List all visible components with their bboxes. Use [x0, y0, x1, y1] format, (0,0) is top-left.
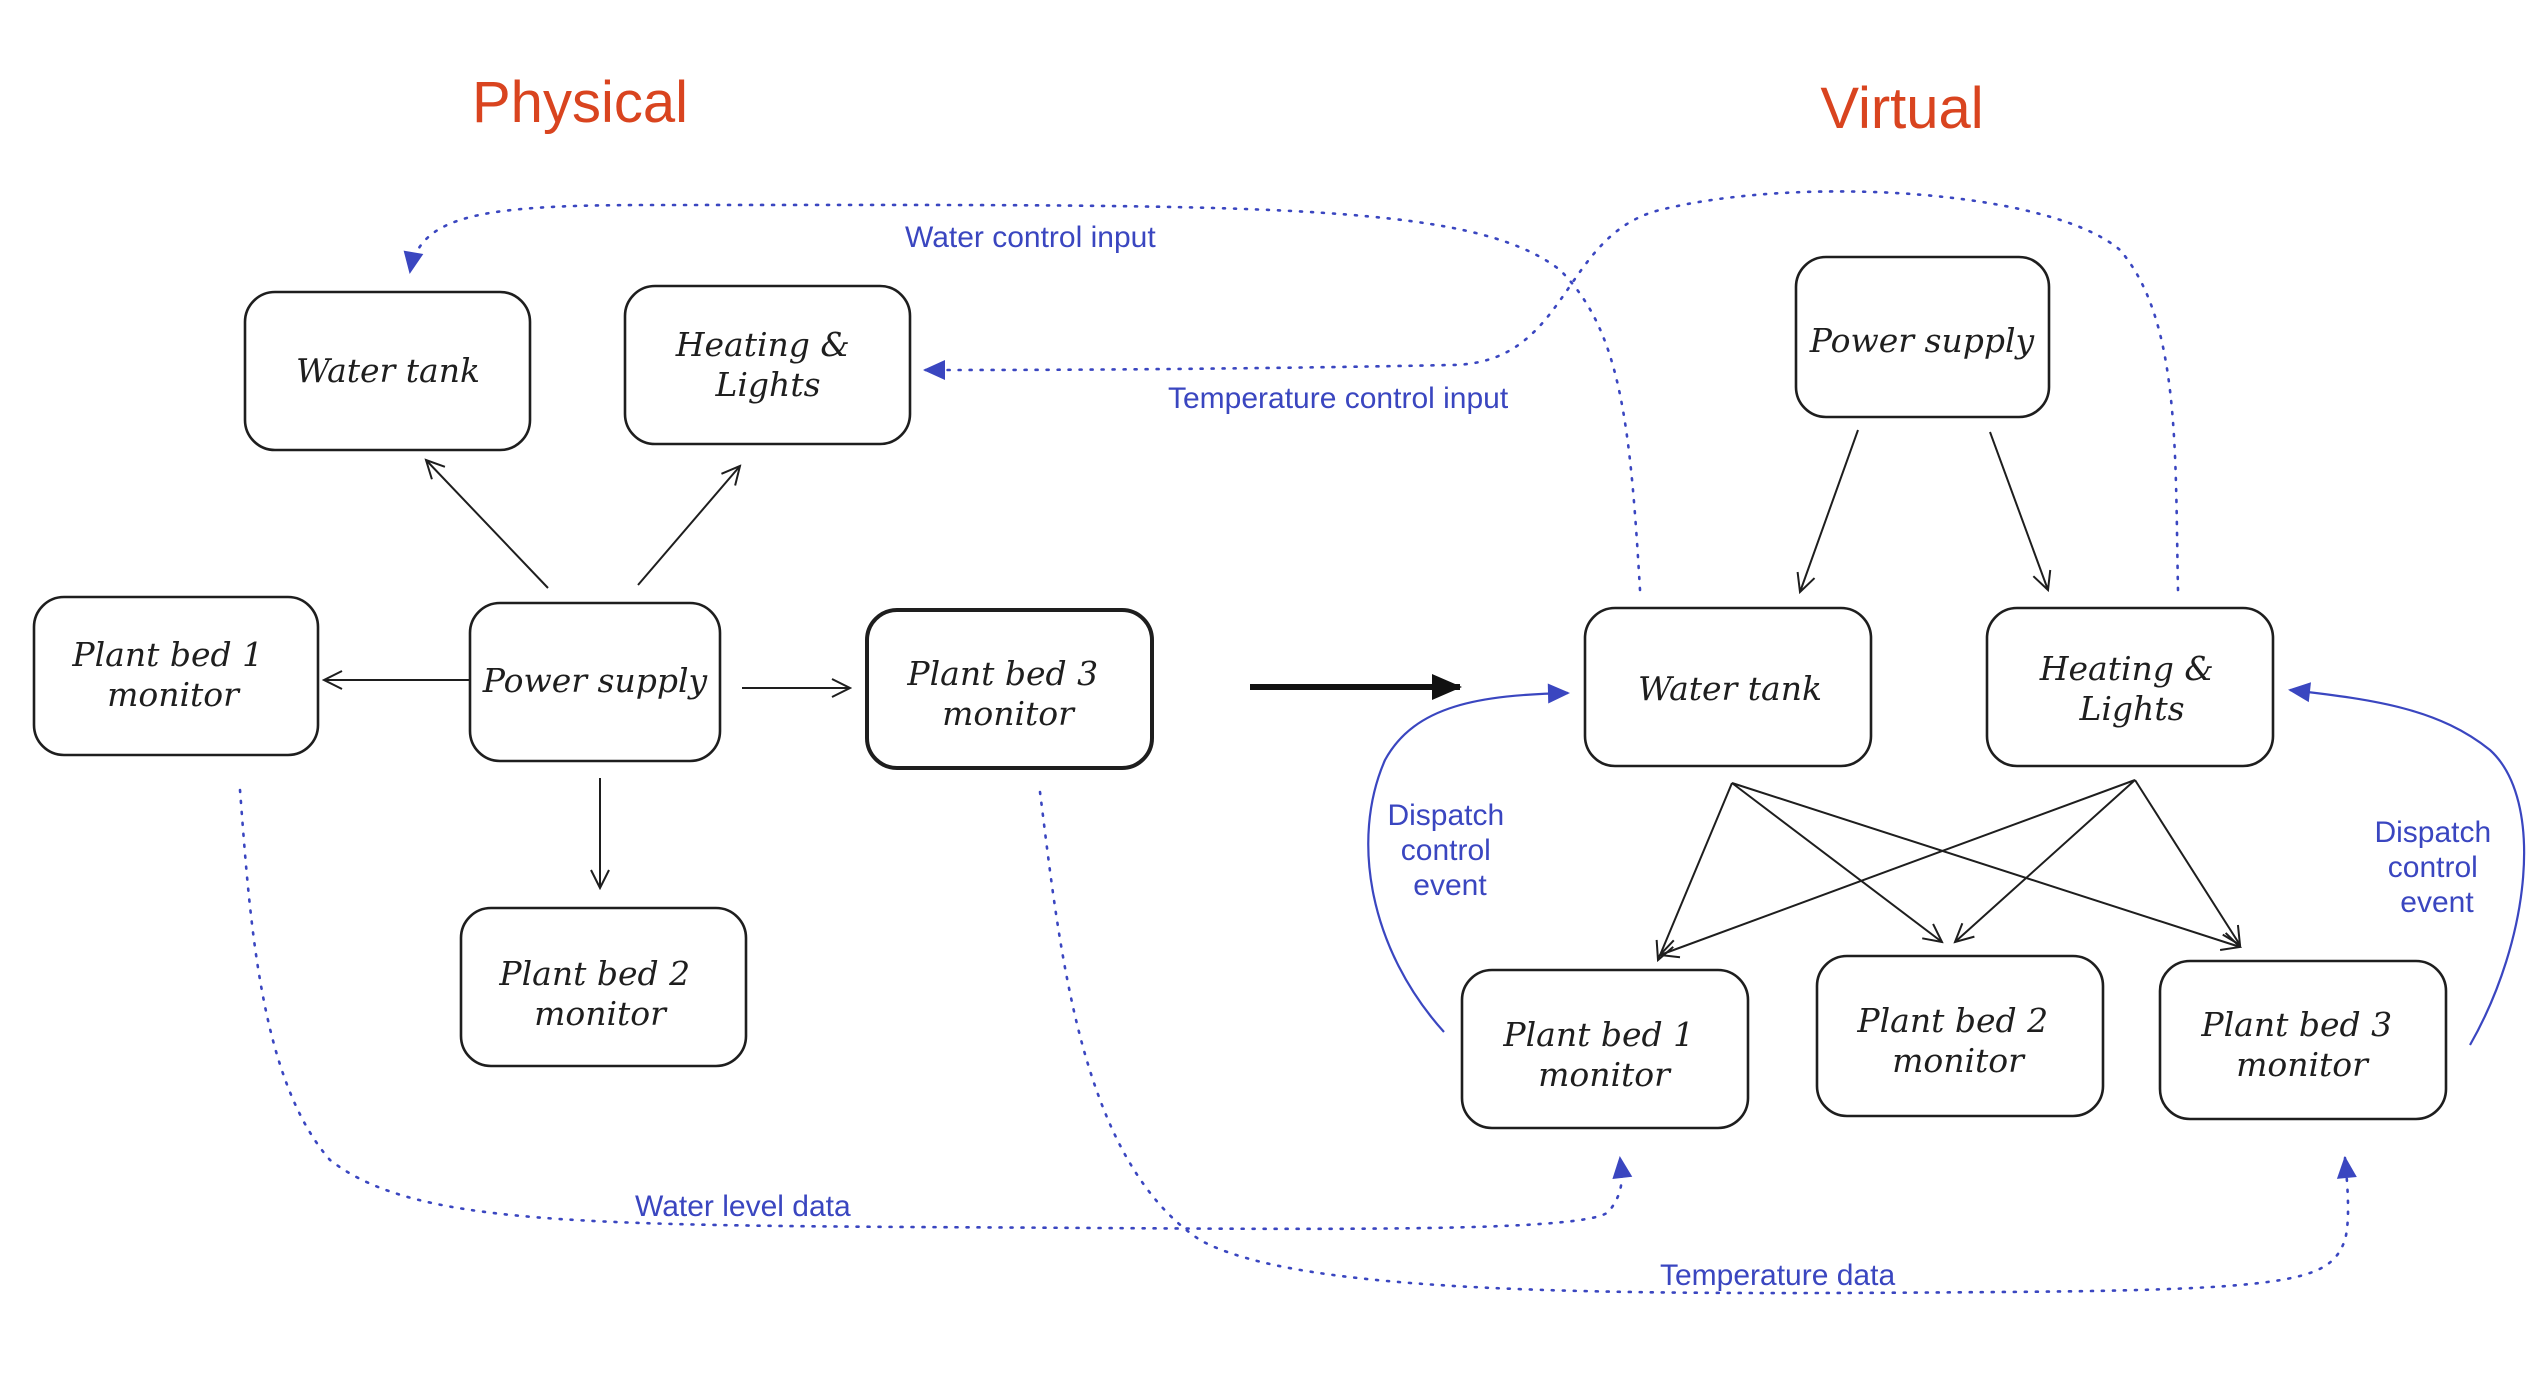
water-control-input-edge	[403, 203, 1642, 592]
edge-vheating-to-bed2	[1955, 779, 2136, 942]
physical-bed1-label-line2: monitor	[107, 675, 241, 714]
svg-text:Plant bed 3 monitor: Plant bed 3 monitor	[906, 654, 1108, 733]
data-flow-edges	[238, 190, 2357, 1295]
water-level-data-label: Water level data	[635, 1190, 851, 1223]
virtual-structure-edges	[1658, 429, 2240, 960]
virtual-heating-label-line1: Heating &	[2039, 649, 2214, 688]
virtual-title: Virtual	[1820, 76, 1983, 141]
virtual-power-supply-node: Power supply	[1794, 255, 2051, 419]
virtual-plant-bed-1-node: Plant bed 1 monitor	[1460, 968, 1750, 1130]
edge-vwatertank-to-bed1	[1658, 782, 1733, 960]
physical-plant-bed-2-node: Plant bed 2 monitor	[459, 906, 748, 1068]
physical-power-supply-label: Power supply	[482, 661, 708, 700]
physical-bed2-label-line2: monitor	[534, 994, 668, 1033]
physical-bed1-label-line1: Plant bed 1	[71, 635, 263, 674]
virtual-plant-bed-3-node: Plant bed 3 monitor	[2158, 959, 2448, 1121]
edge-vheating-to-bed3	[2134, 779, 2240, 945]
virtual-heating-lights-node: Heating & Lights	[1985, 606, 2275, 768]
virtual-bed1-label-line2: monitor	[1538, 1055, 1672, 1094]
svg-text:Heating & Lights: Heating & Lights	[675, 325, 861, 404]
edge-power-to-heating	[637, 466, 740, 586]
svg-text:Plant bed 3 monitor: Plant bed 3 monitor	[2200, 1005, 2402, 1084]
physical-power-supply-node: Power supply	[468, 601, 722, 763]
physical-title: Physical	[472, 70, 688, 135]
edge-vwatertank-to-bed2	[1731, 782, 1942, 942]
temperature-data-label: Temperature data	[1660, 1259, 1895, 1292]
dispatch-left-edge	[1367, 683, 1570, 1033]
physical-water-tank-node: Water tank	[243, 290, 532, 452]
edge-vpower-to-heating	[1989, 431, 2048, 590]
dispatch-right-edge	[2288, 682, 2526, 1046]
svg-text:Plant bed 2 monitor: Plant bed 2 monitor	[1856, 1001, 2058, 1080]
dispatch-right-label: Dispatch control event	[2374, 816, 2499, 919]
physical-bed3-label-line2: monitor	[942, 694, 1076, 733]
svg-text:Plant bed 1 monitor: Plant bed 1 monitor	[71, 635, 273, 714]
edge-power-to-watertank	[426, 460, 549, 589]
virtual-bed1-label-line1: Plant bed 1	[1502, 1015, 1694, 1054]
water-level-data-edge	[238, 788, 1633, 1231]
physical-bed3-label-line1: Plant bed 3	[906, 654, 1098, 693]
edge-vwatertank-to-bed3	[1731, 782, 2240, 947]
svg-text:Plant bed 2 monitor: Plant bed 2 monitor	[498, 954, 700, 1033]
svg-text:Heating & Lights: Heating & Lights	[2039, 649, 2225, 728]
physical-structure-edges	[324, 460, 850, 888]
virtual-bed2-label-line1: Plant bed 2	[1856, 1001, 2048, 1040]
physical-plant-bed-3-node: Plant bed 3 monitor	[865, 608, 1154, 770]
virtual-bed3-label-line1: Plant bed 3	[2200, 1005, 2392, 1044]
dispatch-left-label: Dispatch control event	[1387, 799, 1512, 902]
physical-heating-label-line1: Heating &	[675, 325, 850, 364]
edge-vpower-to-watertank	[1800, 429, 1859, 592]
virtual-bed2-label-line2: monitor	[1892, 1041, 2026, 1080]
physical-bed2-label-line1: Plant bed 2	[498, 954, 690, 993]
physical-water-tank-label: Water tank	[296, 351, 480, 390]
virtual-water-tank-node: Water tank	[1583, 606, 1873, 768]
edge-vheating-to-bed1	[1660, 779, 2136, 955]
virtual-power-supply-label: Power supply	[1809, 321, 2035, 360]
svg-text:Plant bed 1 monitor: Plant bed 1 monitor	[1502, 1015, 1704, 1094]
physical-plant-bed-1-node: Plant bed 1 monitor	[32, 595, 320, 757]
physical-heating-label-line2: Lights	[714, 365, 820, 404]
physical-heating-lights-node: Heating & Lights	[623, 284, 912, 446]
virtual-heating-label-line2: Lights	[2078, 689, 2184, 728]
temperature-control-input-label: Temperature control input	[1168, 382, 1509, 415]
virtual-plant-bed-2-node: Plant bed 2 monitor	[1815, 954, 2105, 1118]
water-control-input-label: Water control input	[905, 221, 1156, 254]
virtual-bed3-label-line2: monitor	[2236, 1045, 2370, 1084]
virtual-water-tank-label: Water tank	[1638, 669, 1822, 708]
